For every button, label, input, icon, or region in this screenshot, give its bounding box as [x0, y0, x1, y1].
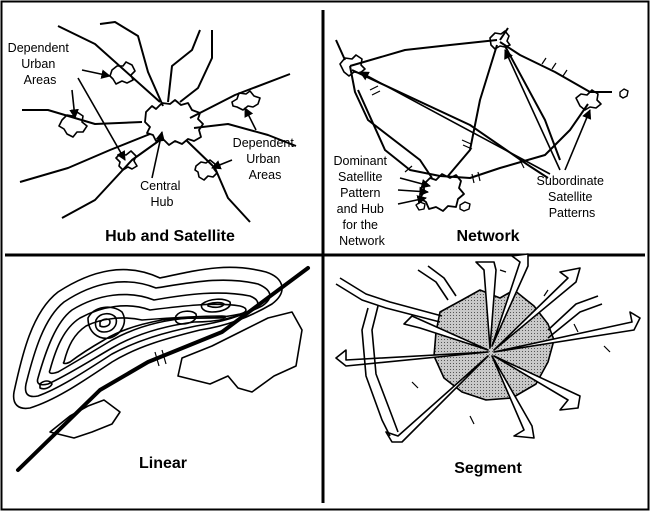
segment-roads: [335, 253, 641, 443]
network-blob-southwest: [415, 201, 426, 211]
dependent-label-right: Dependent Urban Areas: [233, 136, 298, 182]
linear-highway: [16, 266, 310, 472]
network-blob-northwest: [339, 54, 366, 77]
central-hub: [144, 99, 204, 146]
hub-and-satellite-title: Hub and Satellite: [105, 228, 235, 245]
central-hub-label: Central Hub: [140, 179, 184, 209]
hub-labels: Dependent Urban Areas Dependent Urban Ar…: [8, 41, 298, 245]
network-blob-south: [459, 201, 471, 212]
segment-panel: [335, 253, 641, 443]
dominant-hub-label: Dominant Satellite Pattern and Hub for t…: [334, 154, 391, 248]
network-blob-east-small: [619, 88, 629, 99]
segment-side-streets: [335, 265, 603, 437]
linear-inner-islands: [39, 298, 232, 390]
dependent-area-3: [115, 150, 138, 171]
network-labels: Dominant Satellite Pattern and Hub for t…: [334, 154, 608, 248]
network-panel: [335, 27, 629, 212]
linear-panel: [12, 266, 310, 472]
linear-road-ticks: [154, 349, 167, 367]
dependent-area-5: [194, 159, 218, 181]
hub-and-satellite-panel: [19, 21, 297, 223]
dependent-area-2: [58, 111, 88, 138]
segment-title: Segment: [454, 460, 522, 477]
network-blob-east: [575, 89, 602, 111]
network-leader-arrows: [359, 49, 592, 205]
dependent-label-left: Dependent Urban Areas: [8, 41, 73, 87]
network-title: Network: [456, 228, 519, 245]
hub-leader-arrows: [69, 69, 257, 179]
linear-contours: [12, 266, 283, 410]
network-roads: [335, 27, 612, 179]
subordinate-label: Subordinate Satellite Patterns: [537, 174, 608, 220]
network-blob-north: [489, 30, 511, 50]
linear-outer-settlement: [177, 311, 303, 393]
dependent-area-1: [109, 61, 136, 85]
network-road-ticks: [369, 57, 568, 184]
linear-title: Linear: [139, 455, 187, 472]
segment-road-ticks: [411, 269, 611, 425]
dependent-area-4: [231, 90, 261, 111]
